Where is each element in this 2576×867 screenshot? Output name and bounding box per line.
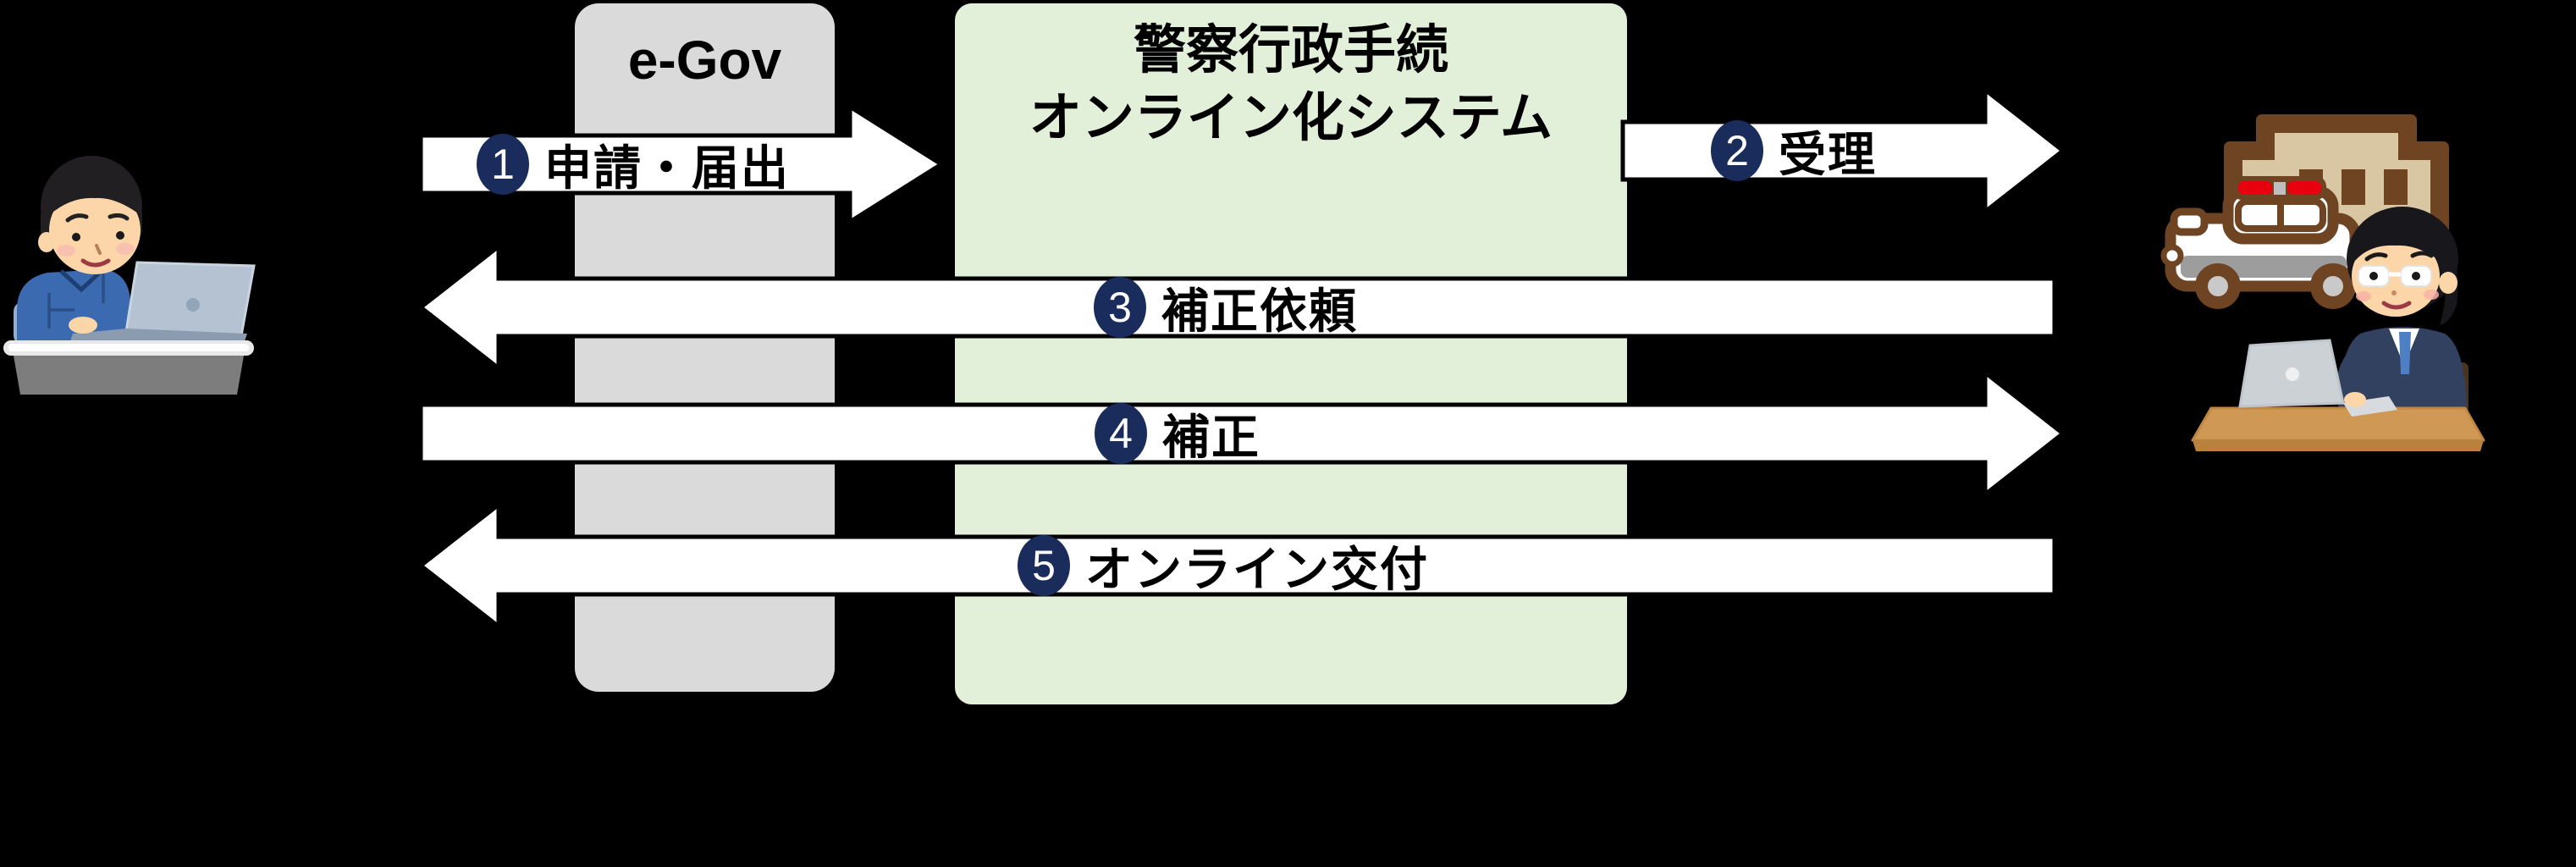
step-3: 3 補正依頼 [1094,277,1358,338]
officer-blush-right [2424,290,2439,300]
step-2-label: 受理 [1779,127,1877,181]
step-1: 1 申請・届出 [477,134,790,195]
police-desk-front [2193,440,2484,451]
police-car-mirror [2170,207,2209,236]
arrow-step-4-right [418,367,2067,500]
step-4-label: 補正 [1162,410,1260,464]
police-car-headlight [2160,244,2184,268]
citizen-eye-right [116,231,124,240]
police-car-hub-rear [2323,276,2343,296]
officer-tie [2399,332,2411,374]
citizen-blush-left [57,245,75,257]
officer-laptop-logo [2286,367,2299,381]
step-5: 5 オンライン交付 [1018,535,1429,596]
police-station-officer-illustration [2160,114,2485,451]
laptop-keyboard-deck [69,329,247,344]
sweater-collar [59,268,105,293]
officer-blush-left [2356,291,2371,301]
system-title: 警察行政手続 オンライン化システム [955,17,1627,152]
officer-eye-right [2412,272,2420,280]
step-4: 4 補正 [1095,403,1260,464]
officer-hair-fringe [2355,224,2448,268]
laptop-logo [186,298,200,312]
officer-eyebrows [2364,251,2434,262]
step-5-label: オンライン交付 [1085,542,1429,596]
step-5-number-badge: 5 [1018,535,1070,596]
officer-eye-left [2369,272,2378,280]
citizen-mouth [80,258,111,268]
step-3-label: 補正依頼 [1161,284,1358,338]
arrow-step-5-left [416,500,2057,632]
step-3-number-badge: 3 [1094,277,1146,338]
citizen-eyebrows [65,213,130,223]
police-car-light-right [2287,181,2321,195]
citizen-hair-fringe [49,178,141,215]
step-4-number-badge: 4 [1095,403,1147,464]
system-title-line2: オンライン化システム [1029,89,1553,147]
arrow-step-3-left [416,241,2057,373]
system-title-line1: 警察行政手続 [1133,21,1448,80]
police-desk-top [2191,406,2485,442]
citizen-eye-left [72,233,80,241]
desk-front [14,356,244,395]
officer-arm [2336,340,2372,406]
station-window-3 [2384,169,2408,205]
police-car-light-center [2274,182,2286,195]
step-2: 2 受理 [1711,120,1877,181]
police-car-light-left [2238,181,2272,195]
citizen-at-laptop-illustration [3,156,256,395]
egov-label: e-Gov [627,30,782,91]
citizen-nose [95,244,102,255]
arrow-step-1-right [418,102,946,226]
officer-nose [2391,290,2397,295]
citizen-hand [69,317,97,334]
station-window-2 [2342,169,2365,205]
arrow-step-2-right [1620,85,2067,217]
step-2-number-badge: 2 [1711,120,1763,181]
sweater-seams [47,273,105,329]
officer-ear [2439,272,2457,294]
citizen-blush-right [116,243,135,255]
step-1-label: 申請・届出 [544,141,790,195]
step-1-number-badge: 1 [477,134,529,195]
citizen-ear [38,232,55,252]
police-car-hub-front [2208,276,2228,296]
officer-hand [2344,392,2366,407]
desk-top-highlight [8,344,249,351]
officer-mouth [2381,301,2412,310]
